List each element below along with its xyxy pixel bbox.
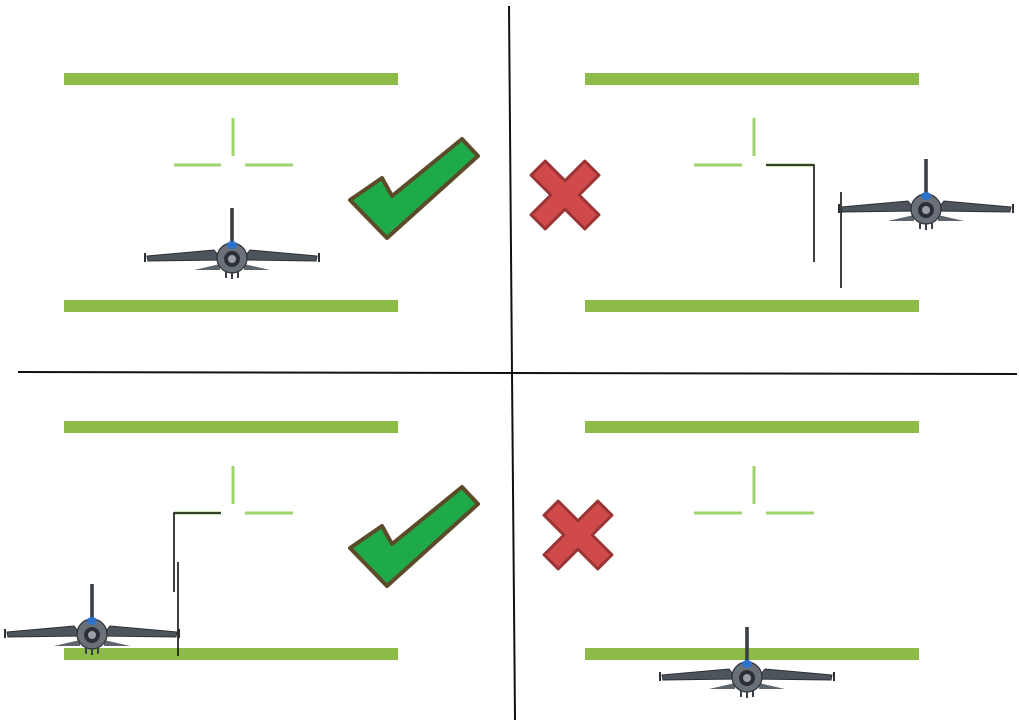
- panel-top-right: [529, 73, 1014, 312]
- vertical-divider-bottom: [511, 372, 516, 721]
- lane-bottom-bar: [64, 300, 398, 312]
- panel-top-left: [64, 73, 480, 312]
- offset-guide-lines: [766, 164, 860, 288]
- aim-reticle: [694, 118, 814, 167]
- lane-top-bar: [64, 73, 398, 85]
- aim-reticle: [174, 466, 293, 515]
- lane-bottom-bar: [585, 300, 919, 312]
- offset-guide-lines: [173, 512, 221, 656]
- lane-top-bar: [585, 73, 919, 85]
- aim-reticle: [694, 466, 814, 515]
- panel-bottom-left: [4, 421, 480, 660]
- jet-icon: [4, 583, 180, 656]
- checkmark-icon: [348, 137, 480, 240]
- lane-top-bar: [64, 421, 398, 433]
- jet-icon: [659, 626, 835, 699]
- jet-icon: [144, 207, 320, 280]
- lane-bottom-bar: [64, 648, 398, 660]
- horizontal-divider: [17, 371, 1018, 375]
- lane-bottom-bar: [585, 648, 919, 660]
- cross-icon: [542, 499, 614, 571]
- checkmark-icon: [348, 485, 480, 588]
- jet-icon: [838, 158, 1014, 231]
- panel-bottom-right: [542, 421, 919, 699]
- cross-icon: [529, 159, 601, 231]
- aim-reticle: [174, 118, 293, 167]
- lane-top-bar: [585, 421, 919, 433]
- vertical-divider-top: [508, 5, 513, 374]
